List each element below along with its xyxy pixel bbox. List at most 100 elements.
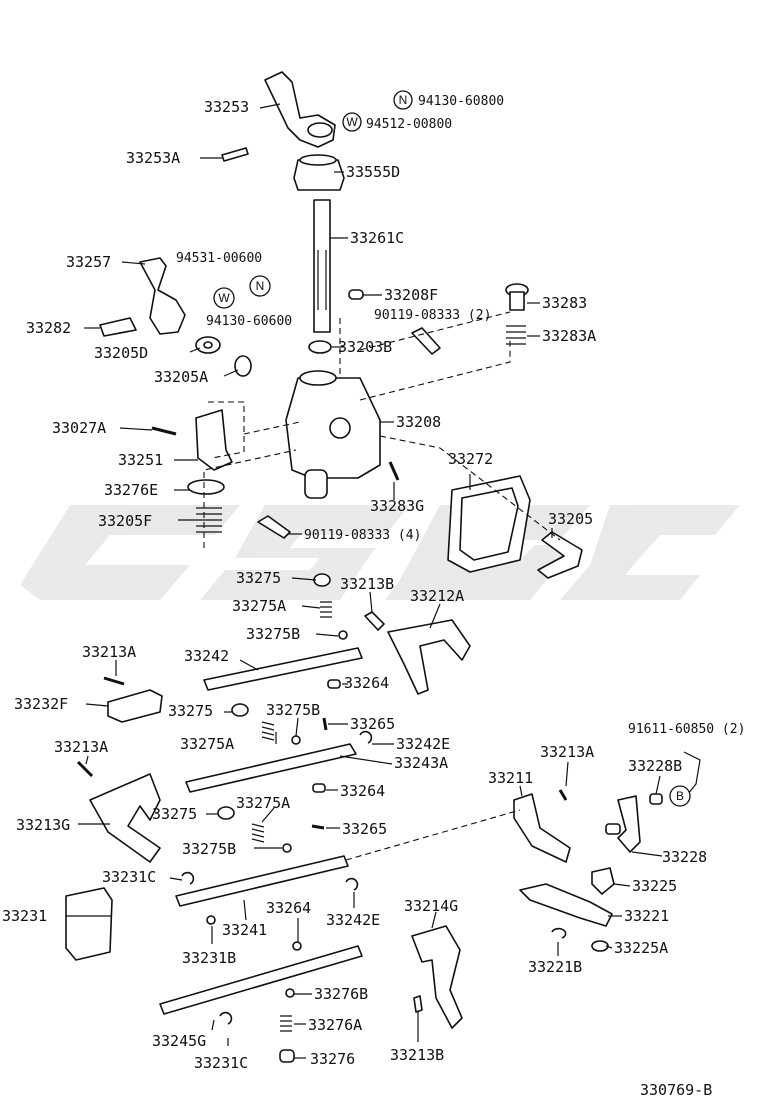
label-33208F: 33208F bbox=[384, 286, 438, 304]
code-94512-00800: 94512-00800 bbox=[366, 117, 452, 132]
part-33205F-spring bbox=[196, 507, 222, 533]
label-33228B: 33228B bbox=[628, 757, 682, 775]
label-33242E-b: 33242E bbox=[326, 911, 380, 929]
label-33213A-c: 33213A bbox=[540, 743, 594, 761]
part-33027A-pin bbox=[151, 426, 177, 436]
label-33213A-b: 33213A bbox=[54, 738, 108, 756]
label-33231C-b: 33231C bbox=[194, 1054, 248, 1072]
part-33225-block bbox=[591, 867, 615, 895]
label-33253: 33253 bbox=[204, 98, 249, 116]
part-33276B-ball bbox=[285, 988, 295, 998]
marker-w-mid: W bbox=[213, 287, 235, 309]
part-33221B-clip bbox=[551, 927, 567, 939]
label-33221: 33221 bbox=[624, 907, 669, 925]
part-labels: 33253 94130-60800 94512-00800 33253A 335… bbox=[2, 94, 745, 1099]
part-33205D-washer bbox=[195, 336, 221, 354]
part-33213G-fork bbox=[89, 773, 161, 863]
part-33264-pin-c bbox=[292, 941, 302, 951]
part-33203B-seal bbox=[308, 340, 332, 354]
part-33205A-bushing bbox=[234, 355, 252, 377]
label-33275B-b: 33275B bbox=[266, 701, 320, 719]
part-33276A-spring bbox=[280, 1015, 292, 1032]
part-33275-cap-a bbox=[313, 573, 331, 587]
label-33212A: 33212A bbox=[410, 587, 464, 605]
part-33276E-washer bbox=[187, 479, 225, 495]
assembly-dashed-lines bbox=[203, 311, 561, 861]
label-33283A: 33283A bbox=[542, 327, 596, 345]
label-33276A: 33276A bbox=[308, 1016, 362, 1034]
part-33275-cap-c bbox=[217, 806, 235, 820]
marker-n-top: N bbox=[393, 90, 413, 110]
label-33241: 33241 bbox=[222, 921, 267, 939]
svg-text:N: N bbox=[399, 93, 408, 107]
part-33242-rod bbox=[203, 647, 363, 691]
part-33213A-pin-b bbox=[76, 760, 94, 778]
label-33272: 33272 bbox=[448, 450, 493, 468]
part-33213A-pin-a bbox=[103, 676, 125, 686]
code-90119-08333-2: 90119-08333 (2) bbox=[374, 308, 491, 323]
label-33257: 33257 bbox=[66, 253, 111, 271]
part-33231C-clip-a bbox=[181, 871, 195, 885]
part-33275B-ball-a bbox=[338, 630, 348, 640]
label-33232F: 33232F bbox=[14, 695, 68, 713]
label-33251: 33251 bbox=[118, 451, 163, 469]
label-33231C-a: 33231C bbox=[102, 868, 156, 886]
label-33265-a: 33265 bbox=[350, 715, 395, 733]
label-33275A-b: 33275A bbox=[180, 735, 234, 753]
label-33214G: 33214G bbox=[404, 897, 458, 915]
part-33283G-pin bbox=[388, 461, 400, 481]
watermark-logo bbox=[20, 505, 740, 600]
code-94531-00600: 94531-00600 bbox=[176, 251, 262, 266]
label-33205: 33205 bbox=[548, 510, 593, 528]
part-33257-lever bbox=[139, 257, 186, 335]
part-90119-bolt-a bbox=[411, 327, 441, 355]
label-33213B-a: 33213B bbox=[340, 575, 394, 593]
part-90119-bolt-b bbox=[257, 515, 291, 539]
label-33242E-a: 33242E bbox=[396, 735, 450, 753]
part-33272-gasket bbox=[447, 475, 531, 573]
code-94130-60800: 94130-60800 bbox=[418, 94, 504, 109]
part-33208F-seal bbox=[348, 289, 364, 300]
label-33261C: 33261C bbox=[350, 229, 404, 247]
part-33213B-bolt-a bbox=[364, 611, 385, 631]
part-33242E-clip-a bbox=[359, 730, 373, 744]
part-33231B-ball bbox=[206, 915, 216, 925]
label-33221B: 33221B bbox=[528, 958, 582, 976]
label-33283: 33283 bbox=[542, 294, 587, 312]
svg-text:N: N bbox=[256, 279, 265, 293]
marker-b: B bbox=[669, 785, 691, 807]
label-33027A: 33027A bbox=[52, 419, 106, 437]
label-33275B-c: 33275B bbox=[182, 840, 236, 858]
marker-n-mid: N bbox=[249, 275, 271, 297]
svg-text:B: B bbox=[676, 789, 684, 803]
label-33245G: 33245G bbox=[152, 1032, 206, 1050]
label-33213A-a: 33213A bbox=[82, 643, 136, 661]
label-33205D: 33205D bbox=[94, 344, 148, 362]
part-33555D-boot bbox=[293, 154, 345, 191]
label-33231: 33231 bbox=[2, 907, 47, 925]
label-33276: 33276 bbox=[310, 1050, 355, 1068]
label-33555D: 33555D bbox=[346, 163, 400, 181]
label-33203B: 33203B bbox=[338, 338, 392, 356]
label-33265-b: 33265 bbox=[342, 820, 387, 838]
code-91611-60850: 91611-60850 (2) bbox=[628, 722, 745, 737]
label-33225A: 33225A bbox=[614, 939, 668, 957]
part-33241-rod bbox=[175, 855, 349, 907]
label-33205A: 33205A bbox=[154, 368, 208, 386]
part-33228-lever bbox=[605, 795, 641, 853]
label-33205F: 33205F bbox=[98, 512, 152, 530]
part-33212A-fork bbox=[387, 619, 471, 695]
part-33261C-shaft bbox=[313, 199, 331, 333]
svg-text:W: W bbox=[346, 115, 358, 129]
part-33245G-rod bbox=[159, 945, 363, 1015]
part-33251-head bbox=[195, 409, 233, 471]
label-33243A: 33243A bbox=[394, 754, 448, 772]
marker-w-top: W bbox=[342, 112, 362, 132]
label-33208: 33208 bbox=[396, 413, 441, 431]
part-33231C-clip-b bbox=[219, 1011, 233, 1025]
label-33242: 33242 bbox=[184, 647, 229, 665]
part-33264-pin-a bbox=[327, 679, 341, 689]
part-33265-pin-b bbox=[311, 824, 325, 830]
label-33213B-b: 33213B bbox=[390, 1046, 444, 1064]
label-33211: 33211 bbox=[488, 769, 533, 787]
